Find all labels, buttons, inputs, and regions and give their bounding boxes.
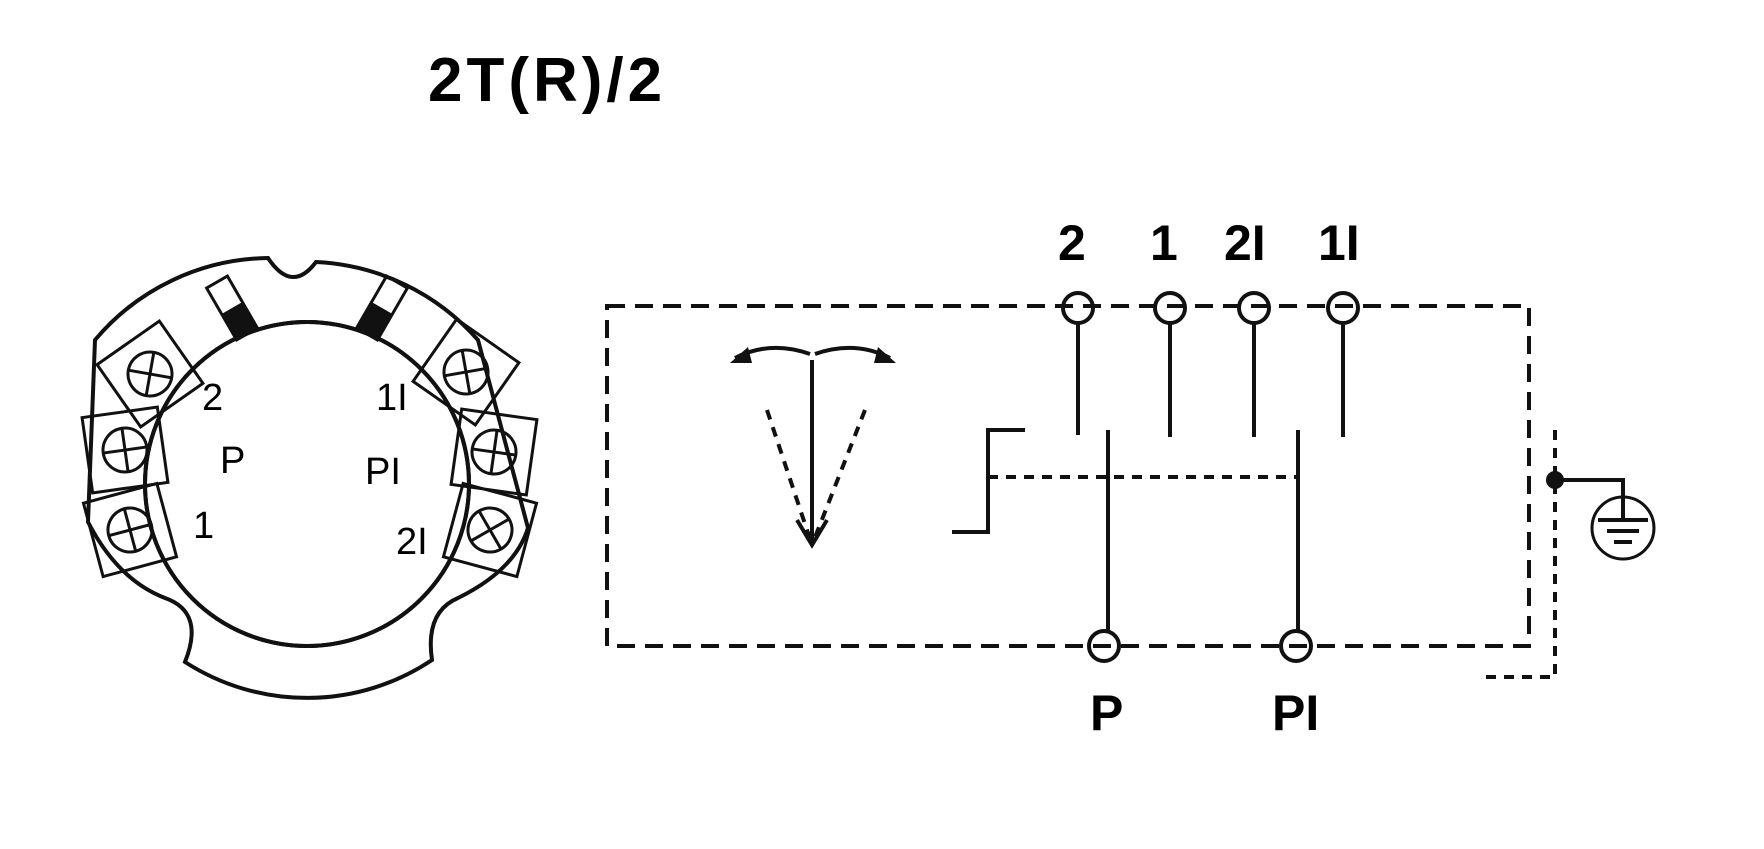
terminal-screw-1I [410, 316, 522, 428]
bottom-terminal-p: P [1087, 629, 1123, 741]
terminal-screw-p [80, 405, 170, 495]
top-terminal-label-1I: 1I [1318, 215, 1360, 271]
top-terminal-1: 1 [1150, 215, 1187, 437]
ground-symbol-icon [1590, 495, 1656, 561]
face-label-2I: 2I [396, 521, 428, 563]
terminal-screw-2I [441, 481, 539, 579]
face-label-1: 1 [193, 505, 214, 547]
ground-shield-line [1483, 430, 1557, 679]
terminal-screw-1 [81, 481, 179, 579]
face-label-2: 2 [202, 377, 223, 419]
top-terminal-label-2: 2 [1058, 215, 1086, 271]
face-label-pi: PI [365, 451, 401, 493]
top-terminal-2I: 2I [1224, 215, 1271, 437]
bottom-terminal-label-p: P [1090, 685, 1123, 741]
terminal-screw-2 [94, 318, 206, 430]
switch-contacts [952, 428, 1300, 630]
top-terminal-1I: 1I [1318, 215, 1360, 437]
face-label-1I: 1I [376, 377, 408, 419]
top-terminal-2: 2 [1058, 215, 1095, 435]
rotation-arrows-icon [730, 345, 896, 549]
face-label-p: P [220, 440, 245, 482]
diagram-title: 2T(R)/2 [428, 46, 666, 115]
switch-schematic: 2 1 2I 1I P PI [605, 215, 1656, 741]
connector-face: 2 P 1 1I PI 2I [80, 255, 539, 700]
bottom-terminal-label-pi: PI [1272, 685, 1319, 741]
top-terminal-label-1: 1 [1150, 215, 1178, 271]
top-terminal-label-2I: 2I [1224, 215, 1266, 271]
bottom-terminal-pi: PI [1272, 629, 1319, 741]
enclosure-outline [605, 304, 1531, 648]
